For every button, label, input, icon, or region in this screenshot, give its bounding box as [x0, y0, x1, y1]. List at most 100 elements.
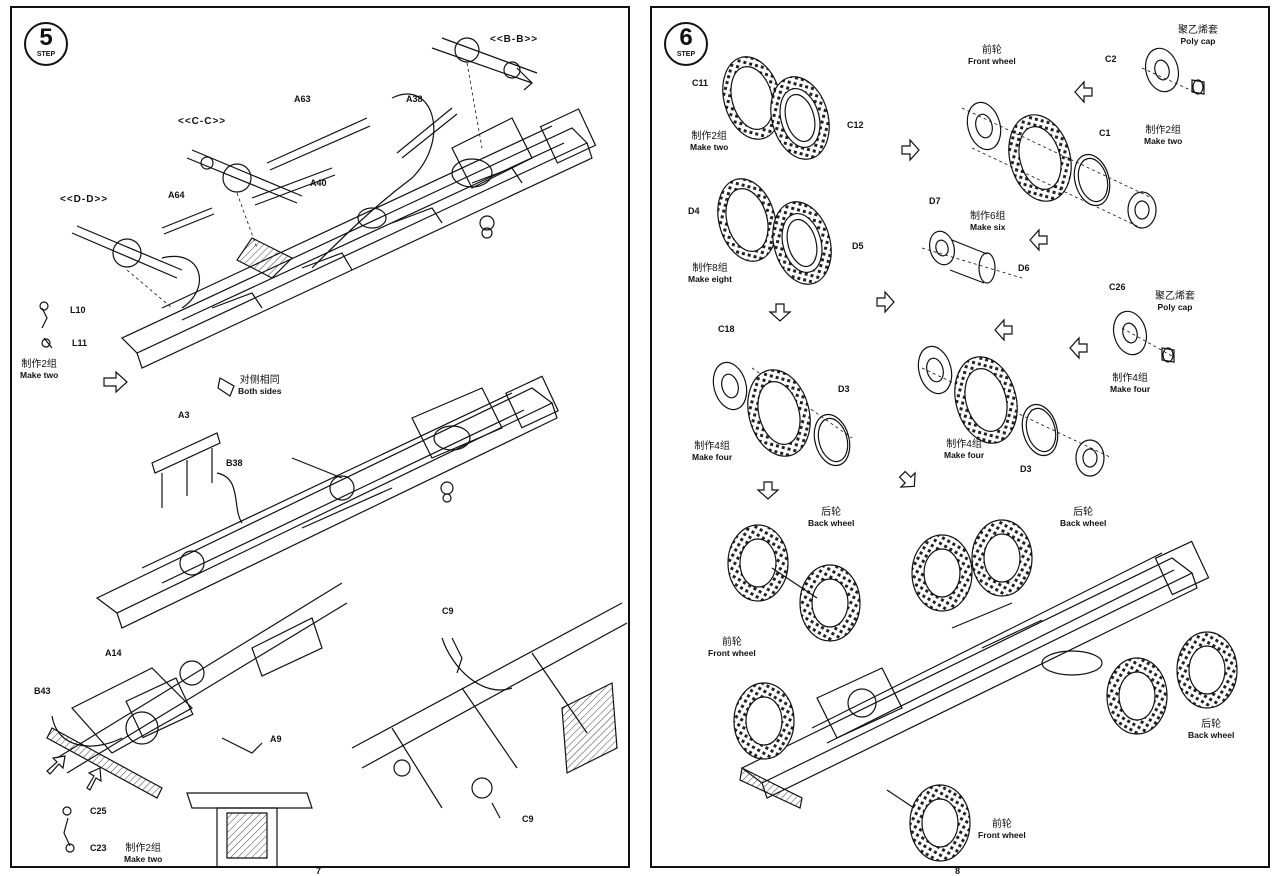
rear-chassis-detail-view	[351, 602, 628, 819]
step-5-badge: 5 STEP	[24, 22, 68, 66]
part-label-c18: C18	[718, 324, 735, 334]
part-label-c26: C26	[1109, 282, 1126, 292]
front-wheel-exploded	[966, 101, 1157, 229]
pointer-arrow	[1069, 336, 1088, 360]
part-label-a38: A38	[406, 94, 423, 104]
part-label-d5: D5	[852, 241, 864, 251]
rear-wheel-exploded	[917, 345, 1105, 477]
section-label-cc: <<C-C>>	[178, 116, 227, 127]
instruction-page-step-6: 6 STEP C11 C12 C2 C1 D4 D5 D7 D6 C26 C18…	[650, 6, 1270, 868]
part-label-a3: A3	[178, 410, 190, 420]
shaft-a63	[266, 117, 371, 171]
pointer-arrow	[994, 318, 1013, 342]
shaft-a64	[161, 207, 215, 235]
pointer-arrow	[46, 755, 66, 775]
step-6-badge: 6 STEP	[664, 22, 708, 66]
part-label-d7: D7	[929, 196, 941, 206]
part-label-d3-left: D3	[838, 384, 850, 394]
step-6-assembly-illustration	[712, 47, 1238, 862]
shaft-a40	[251, 167, 336, 206]
step-number: 5	[39, 24, 53, 51]
pointer-arrow	[1074, 80, 1093, 104]
back-wheel-axle-pair	[727, 524, 861, 642]
poly-cap-c26	[1112, 310, 1175, 363]
part-a3-bracket	[151, 432, 221, 508]
part-label-c2: C2	[1105, 54, 1117, 64]
assembled-chassis	[733, 519, 1238, 862]
pointer-arrow	[86, 767, 102, 791]
pointer-arrow	[768, 303, 792, 322]
axle-dd	[71, 225, 183, 279]
part-label-d6: D6	[1018, 263, 1030, 273]
part-label-l10: L10	[70, 305, 86, 315]
pointer-arrow	[756, 481, 780, 500]
part-label-c25: C25	[90, 806, 107, 816]
part-label-d4: D4	[688, 206, 700, 216]
part-label-b38: B38	[226, 458, 243, 468]
bottom-partial-frame	[186, 792, 313, 866]
part-b38	[216, 472, 243, 524]
section-label-dd: <<D-D>>	[60, 194, 109, 205]
part-label-b43: B43	[34, 686, 51, 696]
instruction-page-step-5: 5 STEP <<B-B>> <<C-C>> <<D-D>> A63 A38 A…	[10, 6, 630, 868]
part-label-c9-top: C9	[442, 606, 454, 616]
middle-chassis-frame	[95, 375, 559, 629]
upper-chassis-frame	[120, 108, 597, 369]
axle-bb	[431, 37, 538, 91]
hub-d7-d6	[929, 230, 996, 284]
part-label-c12: C12	[847, 120, 864, 130]
part-label-l11: L11	[72, 338, 88, 348]
step-number: 6	[679, 24, 693, 51]
part-label-c9-bottom: C9	[522, 814, 534, 824]
step-word: STEP	[36, 51, 56, 58]
pointer-arrow	[898, 470, 916, 488]
part-label-a9: A9	[270, 734, 282, 744]
poly-cap-c2	[1144, 47, 1205, 95]
pointer-arrow	[876, 290, 895, 314]
wheel-c11-c12	[722, 56, 830, 160]
axle-cc	[186, 149, 303, 204]
engine-detail-view	[46, 582, 348, 799]
part-label-c23: C23	[90, 843, 107, 853]
shaft-a38	[396, 107, 458, 159]
section-label-bb: <<B-B>>	[490, 34, 539, 45]
part-label-a64: A64	[168, 190, 185, 200]
part-label-a14: A14	[105, 648, 122, 658]
wheel-c18-d3	[712, 361, 851, 467]
part-label-c1: C1	[1099, 128, 1111, 138]
both-sides-bracket	[217, 377, 235, 397]
part-l10-l11	[39, 301, 53, 349]
step-5-assembly-illustration	[39, 37, 628, 866]
part-label-c11: C11	[692, 78, 709, 88]
wheel-d4-d5	[717, 178, 832, 285]
pointer-arrow	[1029, 228, 1048, 252]
part-c25-c23	[62, 806, 75, 853]
step-word: STEP	[676, 51, 696, 58]
page-number-right: 8	[955, 866, 961, 876]
part-label-a63: A63	[294, 94, 311, 104]
part-label-a40: A40	[310, 178, 327, 188]
page-number-left: 7	[316, 866, 322, 876]
pointer-arrow	[103, 370, 128, 394]
part-label-d3-right: D3	[1020, 464, 1032, 474]
pointer-arrow	[901, 138, 920, 162]
brake-line	[311, 93, 435, 269]
